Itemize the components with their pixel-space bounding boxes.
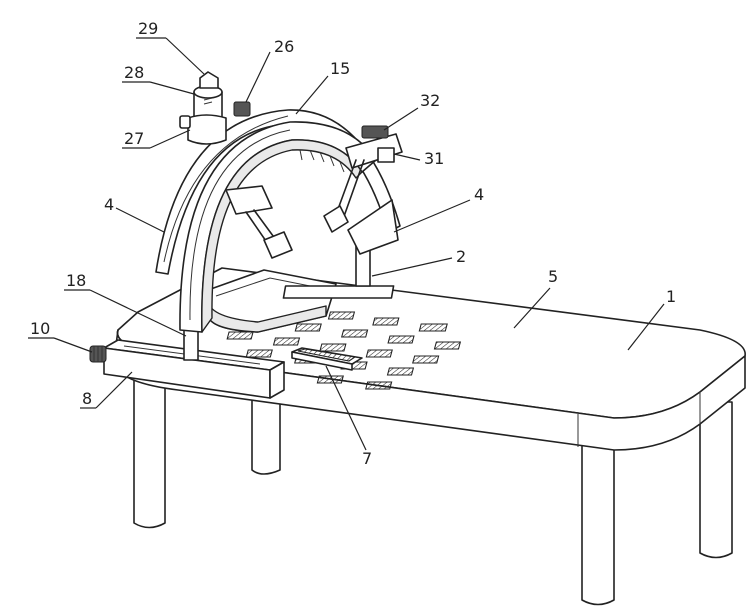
svg-text:27: 27: [124, 129, 144, 148]
svg-text:26: 26: [274, 37, 294, 56]
label-4-left: 4: [104, 195, 165, 233]
top-mount-assembly: [179, 71, 251, 145]
tray: [291, 347, 363, 371]
table-leg-front-left: [133, 377, 166, 529]
cushion: [207, 269, 395, 333]
label-5: 5: [513, 267, 558, 329]
svg-text:4: 4: [104, 195, 114, 214]
left-lamp-head: [225, 185, 293, 259]
svg-text:1: 1: [666, 287, 676, 306]
svg-text:28: 28: [124, 63, 144, 82]
svg-text:10: 10: [30, 319, 50, 338]
svg-text:8: 8: [82, 389, 92, 408]
svg-text:7: 7: [362, 449, 372, 468]
table-leg-front-right: [581, 437, 615, 606]
label-29: 29: [136, 19, 205, 75]
label-2: 2: [371, 247, 466, 277]
svg-text:4: 4: [474, 185, 484, 204]
label-28: 28: [122, 63, 195, 95]
label-32: 32: [383, 91, 440, 131]
label-8: 8: [80, 371, 133, 409]
label-26: 26: [245, 37, 294, 103]
svg-text:32: 32: [420, 91, 440, 110]
label-7: 7: [325, 365, 372, 468]
label-10: 10: [28, 319, 93, 353]
svg-text:18: 18: [66, 271, 86, 290]
label-18: 18: [64, 271, 187, 337]
table-leg-back-right: [699, 401, 733, 559]
table-leg-back-left: [251, 391, 281, 475]
label-27: 27: [122, 129, 191, 149]
label-1: 1: [627, 287, 676, 351]
label-15: 15: [295, 59, 350, 115]
svg-text:15: 15: [330, 59, 350, 78]
right-arm-assembly: [323, 125, 403, 255]
label-4-right: 4: [393, 185, 484, 233]
svg-text:5: 5: [548, 267, 558, 286]
svg-text:2: 2: [456, 247, 466, 266]
svg-text:31: 31: [424, 149, 444, 168]
adjust-knob: [89, 345, 107, 363]
label-31: 31: [393, 149, 444, 168]
svg-text:29: 29: [138, 19, 158, 38]
